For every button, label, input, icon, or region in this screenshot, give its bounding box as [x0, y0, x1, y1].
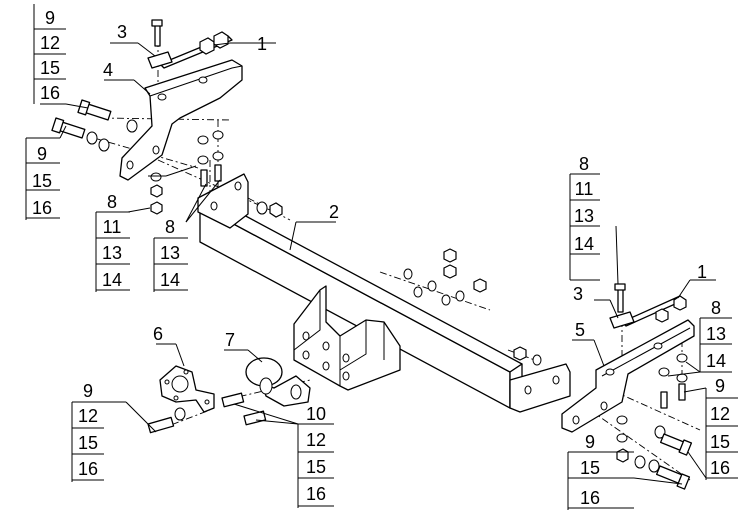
callout-8: 8 [165, 217, 175, 237]
callout-stack-top-left: 9 12 15 16 [33, 4, 66, 104]
callout-9: 9 [585, 432, 595, 452]
label-socket-plate: 6 [153, 324, 163, 344]
callout-stack-left-center: 8 13 14 [153, 217, 188, 292]
left-side-bracket [119, 59, 243, 181]
callout-16: 16 [78, 459, 98, 479]
right-top-strip [609, 283, 687, 329]
callout-13: 13 [102, 243, 122, 263]
callout-stack-bottom-right: 9 15 16 [567, 432, 634, 510]
callout-14: 14 [574, 234, 594, 254]
callout-8: 8 [107, 192, 117, 212]
callout-stack-right-bolt: 9 12 15 16 [705, 376, 738, 480]
label-bracket-top-right: 1 [697, 262, 707, 282]
callout-9: 9 [83, 381, 93, 401]
callout-stack-left-nut: 8 11 13 14 [95, 192, 130, 292]
callout-15: 15 [306, 457, 326, 477]
center-lines [93, 40, 701, 481]
part-labels: 3 1 4 2 3 1 5 6 7 [103, 22, 707, 350]
crossbar-hardware [403, 248, 542, 366]
callout-11: 11 [103, 217, 122, 237]
callout-14: 14 [102, 270, 122, 290]
callout-15: 15 [40, 58, 60, 78]
callout-15: 15 [32, 171, 52, 191]
callout-9: 9 [45, 8, 55, 28]
callout-14: 14 [160, 270, 180, 290]
callout-9: 9 [37, 144, 47, 164]
socket-plate [159, 365, 215, 413]
callout-stack-bottom-left: 9 12 15 16 [71, 381, 104, 482]
callout-8: 8 [711, 298, 721, 318]
callout-12: 12 [40, 33, 60, 53]
right-side-bracket [561, 319, 695, 433]
callout-stack-right-washer: 8 13 14 [699, 298, 732, 373]
label-crossbar: 2 [329, 202, 339, 222]
label-bracket-left: 4 [103, 60, 113, 80]
callout-11: 11 [575, 179, 594, 199]
callout-16: 16 [710, 458, 730, 478]
crossbar-tube [197, 173, 571, 413]
label-tow-ball: 7 [225, 330, 235, 350]
callout-16: 16 [580, 488, 600, 508]
callout-15: 15 [580, 458, 600, 478]
callout-stack-right-nut: 8 11 13 14 [569, 154, 600, 281]
label-bracket-right: 5 [575, 320, 585, 340]
label-bracket-top-left: 1 [257, 34, 267, 54]
label-plate-left: 3 [117, 22, 127, 42]
left-top-strip [147, 19, 233, 69]
callout-13: 13 [574, 206, 594, 226]
callout-13: 13 [160, 243, 180, 263]
callout-stack-ball-bolts: 10 12 15 16 [297, 404, 334, 508]
callout-12: 12 [78, 406, 98, 426]
tow-ball [147, 357, 311, 434]
callout-13: 13 [706, 324, 726, 344]
callout-15: 15 [78, 433, 98, 453]
callout-stack-left-bolt: 9 15 16 [25, 137, 60, 220]
callout-10: 10 [306, 404, 326, 424]
callout-15: 15 [710, 432, 730, 452]
callout-9: 9 [715, 376, 725, 396]
label-plate-right: 3 [573, 284, 583, 304]
callout-12: 12 [710, 404, 730, 424]
callout-8: 8 [579, 154, 589, 174]
callout-16: 16 [306, 484, 326, 504]
center-mount [293, 285, 401, 391]
callout-12: 12 [306, 430, 326, 450]
callout-14: 14 [706, 351, 726, 371]
callout-16: 16 [40, 83, 60, 103]
callout-16: 16 [32, 198, 52, 218]
leader-lines [40, 42, 716, 485]
